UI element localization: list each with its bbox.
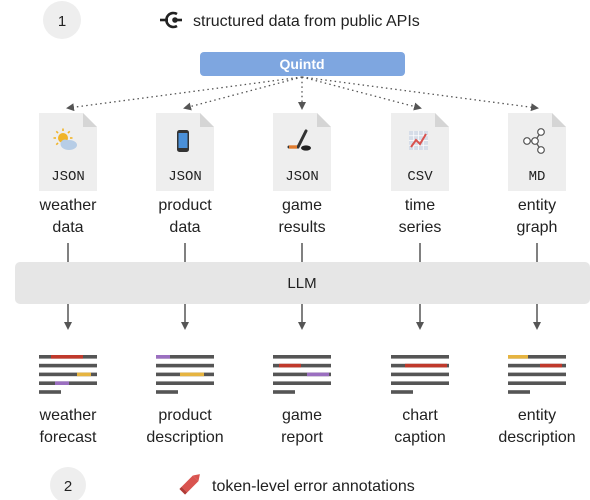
- text-line: [508, 355, 566, 359]
- source-arrow-weather: [66, 76, 303, 112]
- api-icon: [160, 11, 182, 29]
- source-box: [200, 52, 405, 76]
- text-line: [391, 390, 413, 394]
- error-highlight: [180, 372, 204, 377]
- step2-number: 2: [64, 478, 72, 495]
- timeseries-output-label-line2: caption: [394, 429, 446, 446]
- text-line: [508, 390, 530, 394]
- text-line: [508, 372, 566, 377]
- weather-input-label-line2: data: [52, 219, 83, 236]
- llm-label: LLM: [287, 275, 316, 292]
- column-game: JSON game results game report: [273, 113, 331, 446]
- text-line: [391, 372, 449, 377]
- game-input-label-line2: results: [278, 219, 325, 236]
- graph-input-label-line1: entity: [518, 197, 556, 214]
- graph-output-label-line2: description: [498, 429, 575, 446]
- timeseries-output-label-line1: chart: [402, 407, 438, 424]
- product-input-label-line1: product: [158, 197, 212, 214]
- game-output-label-line2: report: [281, 429, 323, 446]
- product-output-document: [156, 355, 214, 394]
- error-highlight: [405, 363, 447, 368]
- weather-output-label-line1: weather: [39, 407, 98, 424]
- column-timeseries: CSV time series chart caption: [391, 113, 449, 446]
- timeseries-output-document: [391, 355, 449, 394]
- weather-output-label-line2: forecast: [40, 429, 97, 446]
- error-highlight: [508, 355, 528, 359]
- error-highlight: [279, 363, 301, 368]
- text-line: [273, 355, 331, 359]
- source-arrows: [66, 76, 539, 112]
- step1-number-badge: [43, 1, 81, 39]
- source-arrow-product: [183, 76, 303, 111]
- timeseries-input-label-line1: time: [405, 197, 435, 214]
- text-line: [273, 390, 295, 394]
- step1-header: 1 structured data from public APIs: [43, 1, 420, 39]
- text-line: [273, 372, 331, 377]
- text-line: [508, 363, 566, 368]
- step2-number-badge: [50, 467, 86, 500]
- error-highlight: [307, 372, 329, 377]
- product-output-label-line2: description: [146, 429, 223, 446]
- text-line: [156, 381, 214, 385]
- text-line: [156, 355, 214, 359]
- graph-input-label-line2: graph: [517, 219, 558, 236]
- game-output-document: [273, 355, 331, 394]
- text-line: [508, 381, 566, 385]
- llm-box: [15, 262, 590, 304]
- graph-icon: [523, 128, 545, 154]
- source-node: Quintd: [200, 52, 405, 76]
- chart-icon: [409, 131, 428, 150]
- text-line: [39, 363, 97, 368]
- weather-output-document: [39, 355, 97, 394]
- product-output-label-line1: product: [158, 407, 212, 424]
- step2-label: token-level error annotations: [212, 478, 415, 495]
- graph-format-label: MD: [529, 169, 546, 185]
- pencil-icon: [179, 474, 200, 495]
- error-highlight: [77, 372, 91, 377]
- llm-node: LLM: [15, 262, 590, 304]
- graph-output-label-line1: entity: [518, 407, 556, 424]
- text-line: [391, 355, 449, 359]
- source-arrow-graph: [301, 76, 539, 112]
- text-line: [273, 363, 331, 368]
- column-product: JSON product data product description: [146, 113, 224, 446]
- game-input-label-line1: game: [282, 197, 322, 214]
- weather-format-label: JSON: [51, 169, 85, 185]
- graph-file-icon: [508, 113, 566, 191]
- text-line: [39, 390, 61, 394]
- error-highlight: [156, 355, 170, 359]
- weather-icon: [53, 128, 77, 150]
- game-format-label: JSON: [285, 169, 319, 185]
- text-line: [39, 372, 97, 377]
- weather-file-icon: [39, 113, 97, 191]
- source-label: Quintd: [279, 56, 324, 72]
- text-line: [391, 381, 449, 385]
- phone-icon: [177, 130, 189, 152]
- graph-output-document: [508, 355, 566, 394]
- weather-input-label-line1: weather: [39, 197, 98, 214]
- error-highlight: [540, 363, 562, 368]
- text-line: [273, 381, 331, 385]
- game-output-label-line1: game: [282, 407, 322, 424]
- step2-header: 2 token-level error annotations: [50, 467, 415, 500]
- source-arrow-timeseries: [301, 76, 422, 111]
- product-format-label: JSON: [168, 169, 202, 185]
- column-graph: MD entity graph entity description: [498, 113, 576, 446]
- domain-columns: JSON weather data weather forecast JSON produc…: [39, 113, 576, 446]
- step1-number: 1: [58, 13, 66, 30]
- error-highlight: [51, 355, 83, 359]
- step1-label: structured data from public APIs: [193, 13, 420, 30]
- column-weather: JSON weather data weather forecast: [39, 113, 98, 446]
- product-input-label-line2: data: [169, 219, 200, 236]
- text-line: [156, 390, 178, 394]
- timeseries-format-label: CSV: [407, 169, 433, 185]
- error-highlight: [55, 381, 69, 385]
- timeseries-input-label-line2: series: [399, 219, 442, 236]
- hockey-icon: [287, 129, 311, 151]
- text-line: [156, 363, 214, 368]
- game-file-icon: [273, 113, 331, 191]
- timeseries-file-icon: [391, 113, 449, 191]
